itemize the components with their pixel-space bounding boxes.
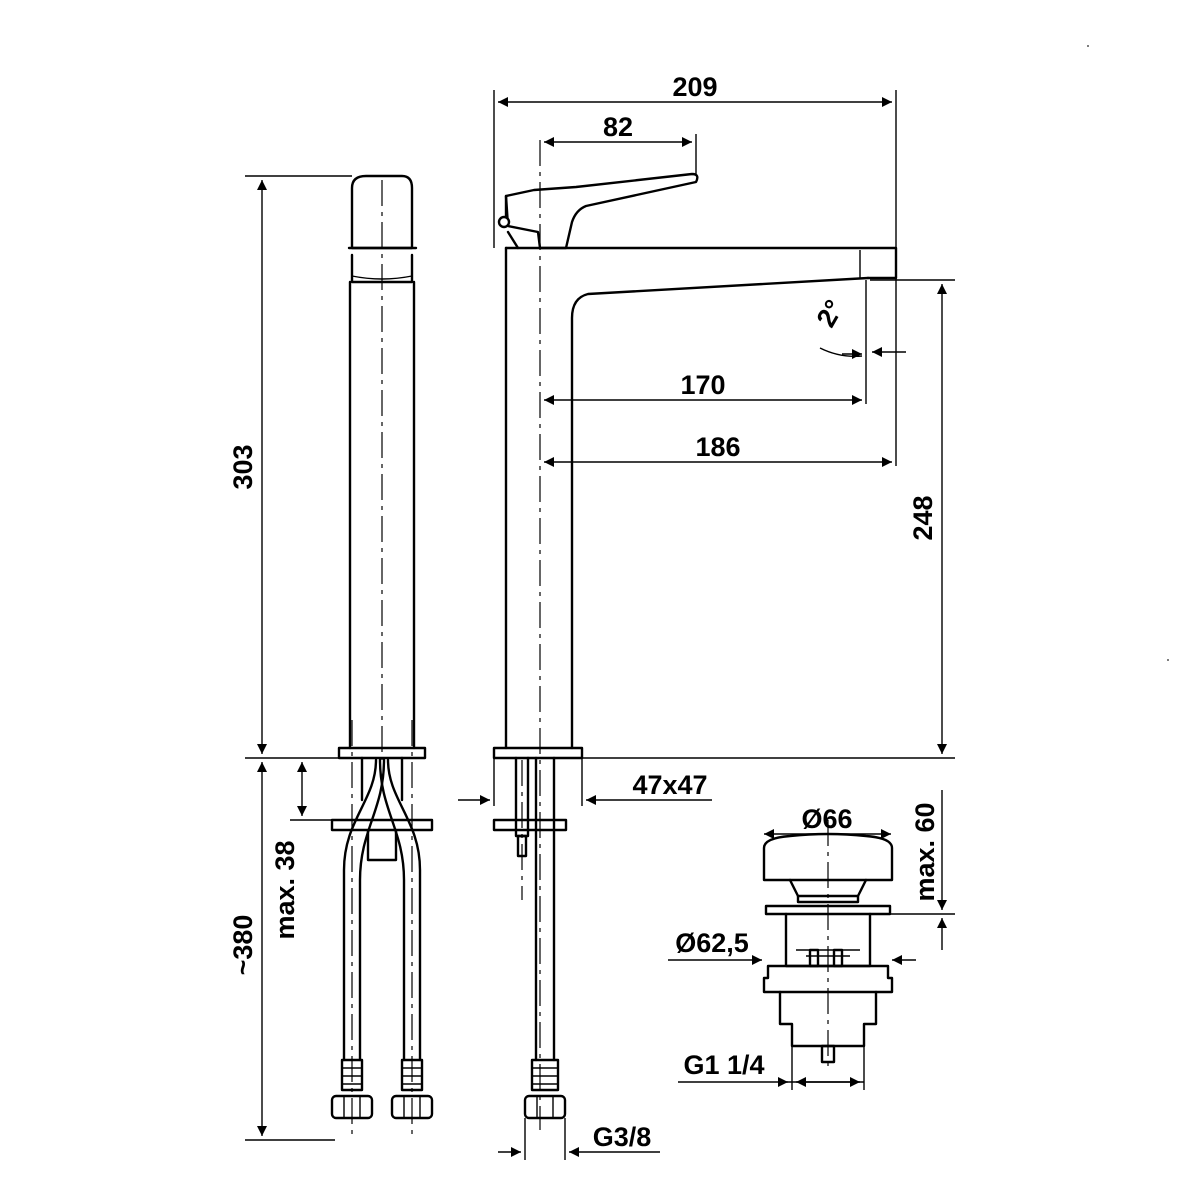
label-max-60: max. 60 <box>910 802 940 901</box>
label-82: 82 <box>603 112 633 142</box>
label-d625: Ø62,5 <box>675 928 749 958</box>
speck <box>1167 659 1169 661</box>
dim-waste-height: max. 60 <box>890 790 955 950</box>
label-209: 209 <box>672 72 717 102</box>
dim-base: 47x47 <box>458 758 712 806</box>
dim-overall-width: 209 <box>493 72 897 248</box>
waste-valve <box>762 820 894 1070</box>
side-view <box>492 140 898 1130</box>
label-380: ~380 <box>228 915 258 976</box>
dim-cap: Ø66 <box>764 804 891 839</box>
label-max-38: max. 38 <box>270 840 300 939</box>
dim-flange: Ø62,5 <box>668 928 916 965</box>
label-170: 170 <box>680 370 725 400</box>
dim-hose-thread: G3/8 <box>498 1118 660 1160</box>
label-d66: Ø66 <box>801 804 852 834</box>
speck <box>1087 45 1089 47</box>
dim-hose-length: ~380 <box>228 762 335 1141</box>
dim-max-deck: max. 38 <box>270 762 340 940</box>
label-g38: G3/8 <box>593 1122 652 1152</box>
label-186: 186 <box>695 432 740 462</box>
dim-spout-angle: 2° <box>811 295 906 359</box>
label-angle: 2° <box>811 295 850 332</box>
label-g114: G1 1/4 <box>683 1050 764 1080</box>
dim-waste-thread: G1 1/4 <box>678 1046 865 1090</box>
label-47x47: 47x47 <box>632 770 707 800</box>
front-view <box>330 174 434 1140</box>
dim-spout-height: 248 <box>582 279 955 759</box>
label-303: 303 <box>228 444 258 489</box>
dim-handle: 82 <box>544 112 697 174</box>
dim-reach-186: 186 <box>544 278 897 467</box>
dim-total-height: 303 <box>228 175 352 759</box>
label-248: 248 <box>908 495 938 540</box>
dim-reach-170: 170 <box>544 280 867 405</box>
